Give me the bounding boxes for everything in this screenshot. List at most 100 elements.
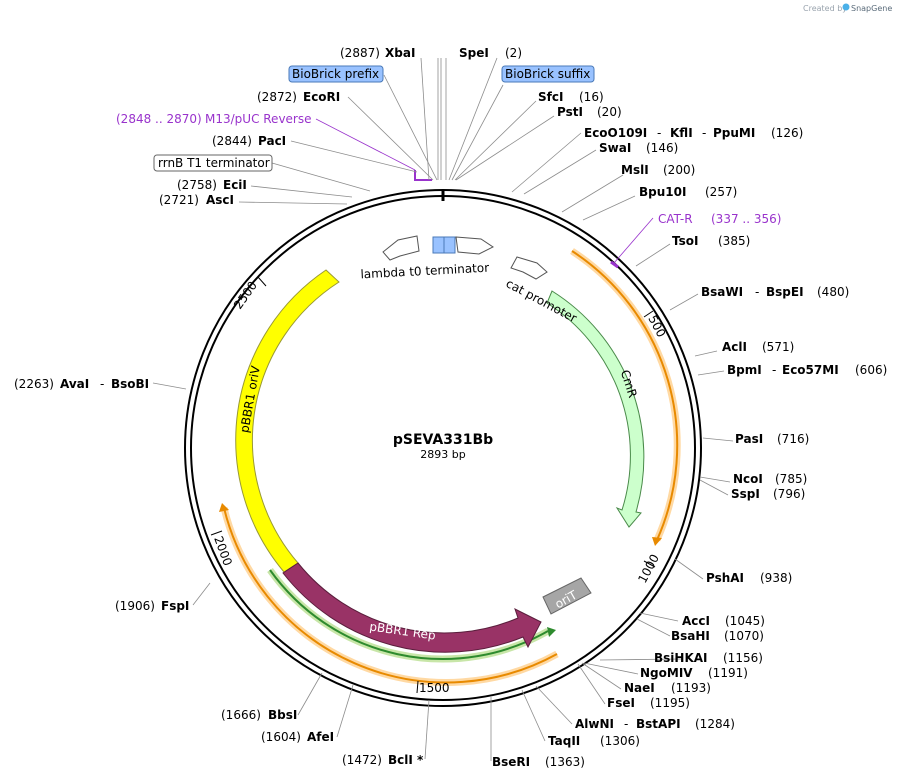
site-ecii[interactable]: (2758) EciI [177, 178, 247, 192]
svg-text:(2263): (2263) [14, 377, 54, 391]
feature-pbbr1-rep[interactable] [282, 562, 542, 653]
svg-text:TaqII: TaqII [548, 734, 580, 748]
site-bseri[interactable]: BseRI (1363) [492, 755, 585, 769]
svg-text:(2721): (2721) [159, 193, 199, 207]
site-pasi[interactable]: PasI (716) [735, 432, 809, 446]
site-afei[interactable]: (1604) AfeI [261, 730, 334, 744]
site-ncoi[interactable]: NcoI (785) [733, 472, 807, 486]
svg-text:(785): (785) [775, 472, 807, 486]
site-alwni-bstapi[interactable]: AlwNI - BstAPI (1284) [575, 717, 735, 731]
svg-text:AvaI: AvaI [60, 377, 89, 391]
svg-text:(1193): (1193) [671, 681, 711, 695]
site-acci[interactable]: AccI (1045) [682, 614, 765, 628]
site-acli[interactable]: AclI (571) [722, 340, 794, 354]
feature-cmr[interactable] [546, 290, 645, 528]
primer-catr-position: (337 .. 356) [711, 212, 781, 226]
svg-text:AccI: AccI [682, 614, 710, 628]
svg-text:EciI: EciI [223, 178, 247, 192]
feature-orit[interactable] [542, 577, 592, 615]
site-swai[interactable]: SwaI (146) [599, 141, 678, 155]
svg-text:NcoI: NcoI [733, 472, 763, 486]
svg-text:(1306): (1306) [600, 734, 640, 748]
credit-text: Created by [803, 4, 847, 13]
svg-text:PshAI: PshAI [706, 571, 744, 585]
biobrick-suffix-box[interactable] [501, 65, 595, 83]
svg-text:EcoO109I: EcoO109I [584, 126, 647, 140]
site-psti[interactable]: PstI (20) [557, 105, 622, 119]
svg-text:(1156): (1156) [723, 651, 763, 665]
svg-text:(1906): (1906) [115, 599, 155, 613]
site-naei[interactable]: NaeI (1193) [624, 681, 711, 695]
site-xbai[interactable]: (2887) XbaI [340, 46, 415, 60]
svg-text:BseRI: BseRI [492, 755, 530, 769]
svg-text:-: - [657, 126, 661, 140]
svg-text:PpuMI: PpuMI [713, 126, 755, 140]
svg-text:(2872): (2872) [257, 90, 297, 104]
orf-rep-head-icon [547, 627, 556, 637]
svg-text:AlwNI: AlwNI [575, 717, 614, 731]
svg-text:(2887): (2887) [340, 46, 380, 60]
svg-text:(1191): (1191) [708, 666, 748, 680]
rrnb-terminator-box[interactable] [153, 154, 273, 172]
svg-text:(938): (938) [760, 571, 792, 585]
feature-lambda-right[interactable] [455, 236, 494, 255]
svg-text:SfcI: SfcI [538, 90, 563, 104]
svg-text:NaeI: NaeI [624, 681, 655, 695]
feature-lambda-left[interactable] [382, 235, 420, 261]
svg-text:TsoI: TsoI [672, 234, 698, 248]
svg-text:BbsI: BbsI [268, 708, 297, 722]
site-ngomiv[interactable]: NgoMIV (1191) [640, 666, 748, 680]
site-ecori[interactable]: (2872) EcoRI [257, 90, 340, 104]
svg-text:BspEI: BspEI [766, 285, 804, 299]
site-bpu10i[interactable]: Bpu10I (257) [639, 185, 737, 199]
primer-catr-name: CAT-R [658, 212, 693, 226]
svg-text:(480): (480) [817, 285, 849, 299]
site-sfci[interactable]: SfcI (16) [538, 90, 604, 104]
leader-lines [152, 57, 734, 761]
svg-text:(16): (16) [579, 90, 604, 104]
svg-text:BpmI: BpmI [727, 363, 762, 377]
site-spei[interactable]: SpeI (2) [459, 46, 522, 60]
site-bsihkai[interactable]: BsiHKAI (1156) [654, 651, 763, 665]
site-paci[interactable]: (2844) PacI [212, 134, 286, 148]
svg-text:BsaWI: BsaWI [701, 285, 743, 299]
site-bsawi-bspei[interactable]: BsaWI - BspEI (480) [701, 285, 849, 299]
svg-text:SpeI: SpeI [459, 46, 489, 60]
feature-cat-promoter[interactable] [510, 256, 548, 280]
svg-text:EcoRI: EcoRI [303, 90, 340, 104]
svg-text:(2): (2) [505, 46, 522, 60]
svg-text:(1070): (1070) [724, 629, 764, 643]
site-msli[interactable]: MslI (200) [621, 163, 695, 177]
svg-text:Eco57MI: Eco57MI [782, 363, 839, 377]
site-bcli[interactable]: (1472) BclI * [342, 753, 424, 767]
site-bsahi[interactable]: BsaHI (1070) [671, 629, 764, 643]
orf-rep-arrow [269, 569, 549, 661]
svg-text:(1472): (1472) [342, 753, 382, 767]
svg-text:SspI: SspI [731, 487, 760, 501]
site-tsoi[interactable]: TsoI (385) [672, 234, 750, 248]
svg-text:BstAPI: BstAPI [636, 717, 681, 731]
biobrick-prefix-box[interactable] [288, 65, 384, 83]
primer-catr-mark [610, 260, 619, 269]
orf-cmr-head-icon [652, 537, 662, 546]
primer-m13-name: M13/pUC Reverse [205, 112, 312, 126]
feature-cat-promoter-label: cat promoter [504, 276, 580, 325]
svg-text:(606): (606) [855, 363, 887, 377]
svg-text:(146): (146) [646, 141, 678, 155]
site-avai-bsobi[interactable]: (2263) AvaI - BsoBI [14, 377, 149, 391]
svg-text:(716): (716) [777, 432, 809, 446]
site-fsei[interactable]: FseI (1195) [607, 696, 690, 710]
snapgene-logo-icon [842, 3, 850, 11]
svg-text:AscI: AscI [206, 193, 234, 207]
svg-text:-: - [755, 285, 759, 299]
site-bbsi[interactable]: (1666) BbsI [221, 708, 297, 722]
site-pshai[interactable]: PshAI (938) [706, 571, 792, 585]
svg-text:KflI: KflI [670, 126, 693, 140]
svg-text:(796): (796) [773, 487, 805, 501]
site-bpmi-eco57mi[interactable]: BpmI - Eco57MI (606) [727, 363, 887, 377]
site-sspi[interactable]: SspI (796) [731, 487, 805, 501]
site-ecoo109i-kfli-ppumi[interactable]: EcoO109I - KflI - PpuMI (126) [584, 126, 803, 140]
site-fspi[interactable]: (1906) FspI [115, 599, 189, 613]
site-asci[interactable]: (2721) AscI [159, 193, 234, 207]
site-taqii[interactable]: TaqII (1306) [548, 734, 640, 748]
